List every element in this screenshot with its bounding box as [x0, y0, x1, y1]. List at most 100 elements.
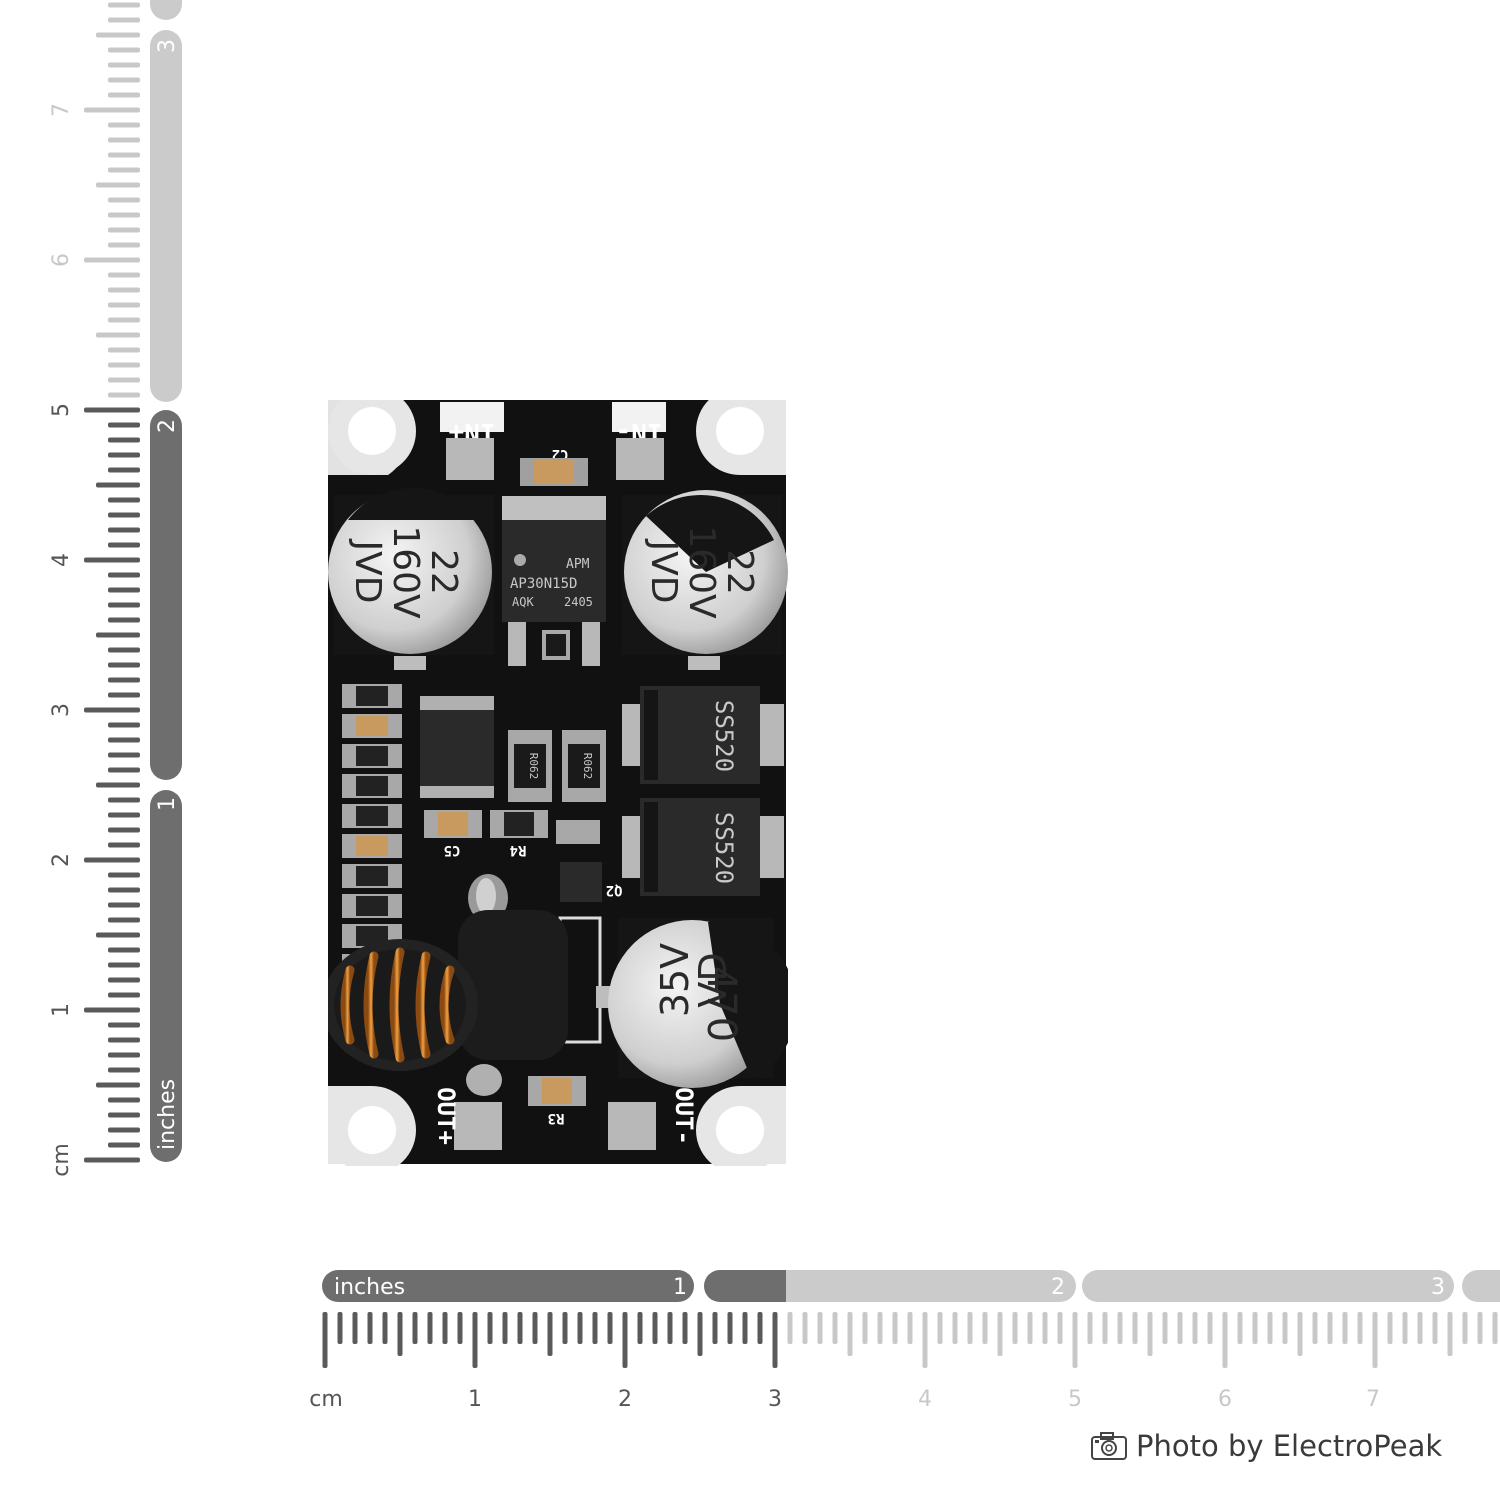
v-cm-5: 5	[49, 403, 74, 417]
diode-2: SS520	[622, 798, 784, 896]
v-ruler-tick	[108, 392, 140, 398]
h-inch-label-2: 2	[1051, 1275, 1065, 1300]
v-ruler-tick	[108, 167, 140, 173]
v-ruler-tick	[108, 152, 140, 158]
q2-body	[560, 862, 602, 902]
v-cm-4: 4	[49, 553, 74, 567]
h-ruler-tick	[1327, 1312, 1333, 1344]
h-ruler-tick	[1087, 1312, 1093, 1344]
q-pads	[556, 820, 600, 844]
v-ruler-tick	[108, 467, 140, 473]
h-ruler-tick	[367, 1312, 373, 1344]
in-neg-pad	[616, 438, 664, 480]
h-ruler-tick	[667, 1312, 673, 1344]
h-ruler-tick	[352, 1312, 358, 1344]
h-ruler-tick	[1447, 1312, 1453, 1356]
v-ruler-ticks	[84, 2, 140, 1163]
input-cap-right-brand: JVD	[643, 539, 684, 604]
h-ruler-tick	[967, 1312, 973, 1344]
v-ruler-tick	[96, 632, 140, 638]
v-inch-label-2: 2	[155, 419, 180, 433]
v-ruler-tick	[108, 62, 140, 68]
out-neg-pad	[608, 1102, 656, 1150]
camera-icon	[1091, 1432, 1127, 1460]
v-ruler-tick	[84, 1007, 140, 1013]
output-cap-voltage: 35V	[653, 943, 697, 1017]
h-inch-pill-2	[704, 1270, 1076, 1302]
v-ruler-tick	[108, 242, 140, 248]
v-inch-pill-top	[150, 0, 182, 20]
c5-ref: C5	[444, 842, 461, 858]
v-ruler-tick	[108, 1022, 140, 1028]
v-ruler-tick	[108, 752, 140, 758]
v-inch-label-3: 3	[155, 39, 180, 53]
pcb-board: IN+ IN- C2 22 160V JVD 22 160V JVD	[328, 400, 788, 1166]
h-ruler-tick	[1207, 1312, 1213, 1344]
h-ruler-tick	[907, 1312, 913, 1344]
h-ruler-tick	[1267, 1312, 1273, 1344]
h-ruler-tick	[652, 1312, 658, 1344]
h-ruler-tick	[517, 1312, 523, 1344]
v-ruler-tick	[108, 422, 140, 428]
h-ruler-tick	[952, 1312, 958, 1344]
v-ruler-tick	[84, 1157, 140, 1163]
h-ruler-tick	[622, 1312, 628, 1368]
v-ruler-tick	[108, 527, 140, 533]
h-cm-4: 4	[918, 1387, 932, 1412]
inductor	[328, 874, 568, 1096]
h-ruler-tick	[1357, 1312, 1363, 1344]
v-ruler-tick	[108, 47, 140, 53]
c5-body	[438, 812, 468, 836]
photo-credit-text: Photo by ElectroPeak	[1136, 1429, 1443, 1463]
smd-resistor-body	[356, 836, 388, 856]
h-ruler-tick	[1432, 1312, 1438, 1344]
v-ruler-tick	[108, 917, 140, 923]
h-cm-unit: cm	[309, 1387, 343, 1412]
smd-resistor-body	[356, 896, 388, 916]
h-inch-pill-3	[1082, 1270, 1454, 1302]
smd-resistor-body	[356, 746, 388, 766]
out-pos-label: OUT+	[432, 1087, 460, 1145]
h-ruler-tick	[472, 1312, 478, 1368]
input-cap-left-brand: JVD	[347, 539, 388, 604]
v-ruler-tick	[108, 1112, 140, 1118]
mounting-hole-br	[696, 1086, 786, 1166]
v-ruler-tick	[108, 1142, 140, 1148]
h-ruler-tick	[922, 1312, 928, 1368]
h-ruler-tick	[1417, 1312, 1423, 1344]
h-ruler-tick	[427, 1312, 433, 1344]
v-ruler-tick	[108, 302, 140, 308]
v-ruler-tick	[108, 377, 140, 383]
v-inch-pill-3	[150, 30, 182, 402]
h-ruler-tick	[727, 1312, 733, 1344]
h-inches-label: inches	[334, 1275, 405, 1300]
v-inch-label-1: 1	[155, 797, 180, 811]
v-ruler-tick	[84, 257, 140, 263]
v-ruler-tick	[96, 32, 140, 38]
v-ruler-tick	[96, 932, 140, 938]
h-cm-5: 5	[1068, 1387, 1082, 1412]
h-ruler-tick	[322, 1312, 328, 1368]
h-ruler-tick	[1237, 1312, 1243, 1344]
out-neg-label: OUT-	[670, 1087, 698, 1145]
h-ruler-tick	[382, 1312, 388, 1344]
v-ruler-tick	[84, 107, 140, 113]
h-ruler-tick	[1282, 1312, 1288, 1344]
v-ruler-tick	[108, 827, 140, 833]
in-pos-label-bg	[440, 402, 504, 432]
h-ruler-tick	[757, 1312, 763, 1344]
mounting-hole-bl	[328, 1086, 416, 1166]
h-cm-6: 6	[1218, 1387, 1232, 1412]
in-pos-pad	[446, 438, 494, 480]
v-ruler-tick	[108, 887, 140, 893]
v-ruler-tick	[108, 647, 140, 653]
input-cap-right-value: 22	[719, 549, 760, 595]
h-ruler-tick	[562, 1312, 568, 1344]
horizontal-ruler: inches 1 2 3 cm 1 2 3 4 5 6 7	[309, 1270, 1500, 1412]
v-ruler-tick	[108, 617, 140, 623]
v-ruler-tick	[108, 677, 140, 683]
h-ruler-tick	[1057, 1312, 1063, 1344]
h-ruler-tick	[1177, 1312, 1183, 1344]
input-cap-right-voltage: 160V	[681, 525, 722, 619]
v-inch-pill-1	[150, 790, 182, 1162]
